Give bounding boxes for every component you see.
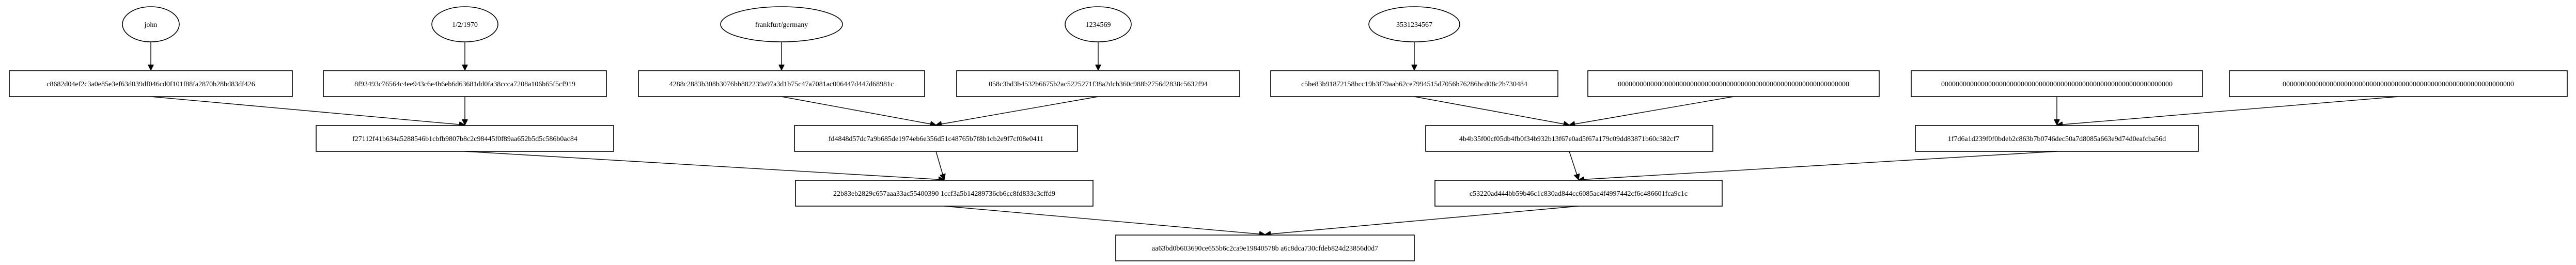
node-label: 4b4b35f00cf05db4fb0f34b932b13f67e0ad5f67… [1459, 135, 1679, 143]
node-box [1911, 70, 2203, 97]
input-node-n_john: john [122, 6, 180, 42]
node-ellipse [122, 6, 180, 42]
edge-h_john-to-m_a [150, 96, 465, 125]
hash-node-h_date: 8f93493c76564c4ee943c6e4b6eb6d63681dd0fa… [323, 70, 607, 97]
hash-node-h_zero3: 0000000000000000000000000000000000000000… [2229, 70, 2568, 97]
nodes-layer: john 1/2/1970 frankfurt/germany 1234569 3531… [9, 6, 2568, 261]
hash-node-p_right: c53220ad444bb59b46c1c830ad844cc6085ac4f4… [1434, 180, 1723, 207]
node-label: 4288c2883b308b3076bb882239a97a3d1b75c47a… [669, 81, 894, 88]
input-node-n_city: frankfurt/germany [720, 6, 843, 42]
edge-m_c-to-p_right [1569, 151, 1579, 180]
hash-node-m_b: fd4848d57dc7a9b685de1974eb6e356d51c48765… [794, 125, 1078, 152]
node-box [1915, 125, 2199, 152]
hash-node-h_zero1: 0000000000000000000000000000000000000000… [1587, 70, 1880, 97]
node-label: 3531234567 [1396, 21, 1432, 29]
node-label: john [144, 21, 158, 29]
node-label: 8f93493c76564c4ee943c6e4b6eb6d63681dd0fa… [354, 81, 575, 88]
node-label: c53220ad444bb59b46c1c830ad844cc6085ac4f4… [1470, 190, 1688, 198]
input-node-n_phone: 3531234567 [1368, 6, 1460, 42]
hash-node-m_d: 1f7d6a1d239f0f0bdeb2c863b7b0746dec50a7d8… [1915, 125, 2199, 152]
node-label: 0000000000000000000000000000000000000000… [1941, 81, 2173, 88]
hash-node-p_left: 22b83eb2829c657aaa33ac55400390 1ccf3a5b1… [795, 180, 1094, 207]
node-label: 0000000000000000000000000000000000000000… [2283, 81, 2514, 88]
node-label: 0000000000000000000000000000000000000000… [1618, 81, 1849, 88]
node-box [638, 70, 925, 97]
node-ellipse [720, 6, 843, 42]
node-label: aa63bd0b603690ce655b6c2ca9e19840578b a6c… [1152, 245, 1378, 253]
node-label: 1f7d6a1d239f0f0bdeb2c863b7b0746dec50a7d8… [1948, 135, 2166, 143]
input-node-n_num: 1234569 [1065, 6, 1132, 42]
node-box [1434, 180, 1723, 207]
edge-h_zero3-to-m_d [2057, 96, 2399, 125]
hash-node-m_a: f27112f41b634a5288546b1cbfb9807b8c2c9844… [316, 125, 614, 152]
edges-layer [150, 42, 2399, 235]
node-label: c8682d04ef2c3a0e85e3ef63d039df046cd0f101… [46, 81, 255, 88]
node-label: fd4848d57dc7a9b685de1974eb6e356d51c48765… [829, 135, 1043, 143]
hash-node-h_city: 4288c2883b308b3076bb882239a97a3d1b75c47a… [638, 70, 925, 97]
hash-node-h_num: 058c3bd3b4532b6675b2ac5225271f38a2dcb360… [956, 70, 1240, 97]
node-box [316, 125, 614, 152]
node-box [9, 70, 293, 97]
node-box [1587, 70, 1880, 97]
hash-node-h_zero2: 0000000000000000000000000000000000000000… [1911, 70, 2203, 97]
node-box [956, 70, 1240, 97]
node-box [795, 180, 1094, 207]
edge-h_num-to-m_b [936, 96, 1099, 125]
edge-p_left-to-root [944, 206, 1265, 235]
input-node-n_date: 1/2/1970 [431, 6, 498, 42]
node-label: frankfurt/germany [755, 21, 808, 29]
node-box [1270, 70, 1558, 97]
node-box [323, 70, 607, 97]
node-ellipse [1065, 6, 1132, 42]
node-label: c5be83b91872158bcc19b3f79aab62ce7994515d… [1301, 81, 1527, 88]
hash-node-m_c: 4b4b35f00cf05db4fb0f34b932b13f67e0ad5f67… [1425, 125, 1713, 152]
hash-node-root: aa63bd0b603690ce655b6c2ca9e19840578b a6c… [1115, 235, 1415, 261]
node-box [1425, 125, 1713, 152]
edge-m_a-to-p_left [464, 151, 944, 180]
node-ellipse [431, 6, 498, 42]
hash-node-h_phone: c5be83b91872158bcc19b3f79aab62ce7994515d… [1270, 70, 1558, 97]
edge-h_zero1-to-m_c [1569, 96, 1734, 125]
node-label: 1/2/1970 [452, 21, 478, 29]
edge-p_right-to-root [1265, 206, 1579, 235]
node-box [794, 125, 1078, 152]
edge-h_phone-to-m_c [1414, 96, 1569, 125]
edge-m_d-to-p_right [1579, 151, 2057, 180]
edge-h_city-to-m_b [781, 96, 936, 125]
node-label: 058c3bd3b4532b6675b2ac5225271f38a2dcb360… [989, 81, 1208, 88]
node-ellipse [1368, 6, 1460, 42]
node-label: 22b83eb2829c657aaa33ac55400390 1ccf3a5b1… [833, 190, 1055, 198]
node-label: 1234569 [1086, 21, 1111, 29]
node-box [1115, 235, 1415, 261]
edge-m_b-to-p_left [935, 151, 944, 180]
node-label: f27112f41b634a5288546b1cbfb9807b8c2c9844… [352, 135, 577, 143]
hash-node-h_john: c8682d04ef2c3a0e85e3ef63d039df046cd0f101… [9, 70, 293, 97]
node-box [2229, 70, 2568, 97]
